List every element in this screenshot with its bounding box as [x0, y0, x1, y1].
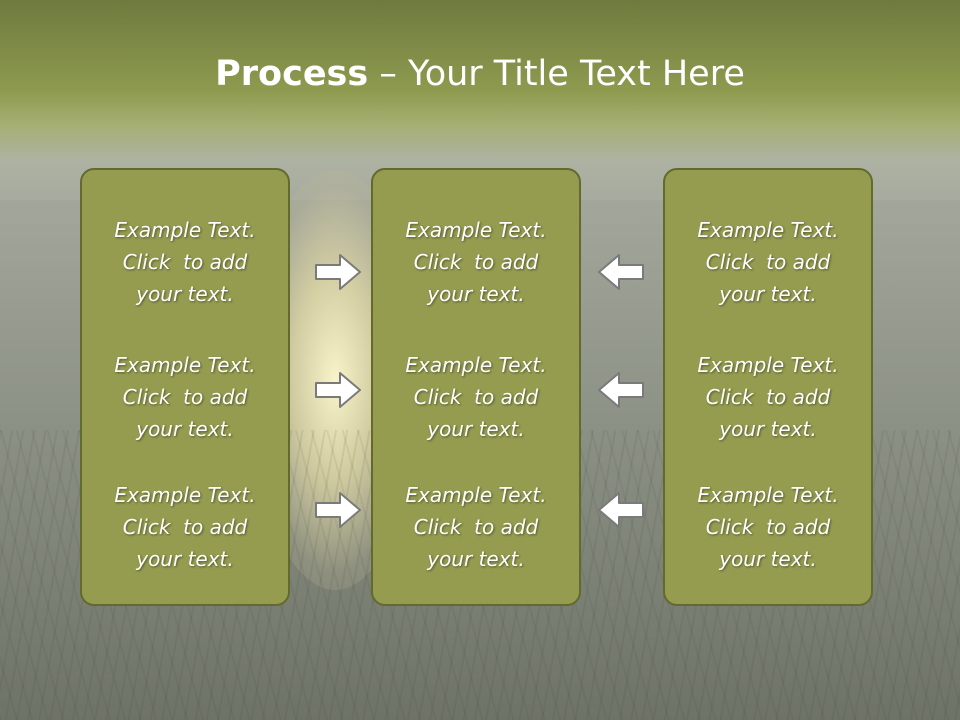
text-line: your text. [136, 547, 234, 571]
background-header-band [0, 0, 960, 200]
text-line: Example Text. [405, 353, 547, 377]
text-block[interactable]: Example Text. Click to add your text. [373, 214, 579, 310]
text-line: Example Text. [405, 218, 547, 242]
text-block[interactable]: Example Text. Click to add your text. [665, 479, 871, 575]
text-line: Click to add [413, 250, 539, 274]
process-box-left[interactable]: Example Text. Click to add your text. Ex… [80, 168, 290, 606]
text-line: Example Text. [114, 483, 256, 507]
text-line: your text. [427, 417, 525, 441]
title-bold: Process [215, 54, 369, 94]
arrow-right-icon [315, 492, 361, 528]
text-block[interactable]: Example Text. Click to add your text. [665, 214, 871, 310]
text-line: Example Text. [697, 218, 839, 242]
text-line: your text. [719, 282, 817, 306]
arrow-left-icon [598, 254, 644, 290]
text-line: Example Text. [114, 218, 256, 242]
text-line: Example Text. [697, 483, 839, 507]
text-line: Click to add [705, 515, 831, 539]
text-block[interactable]: Example Text. Click to add your text. [82, 349, 288, 445]
text-line: your text. [427, 282, 525, 306]
process-box-center[interactable]: Example Text. Click to add your text. Ex… [371, 168, 581, 606]
text-block[interactable]: Example Text. Click to add your text. [82, 214, 288, 310]
text-block[interactable]: Example Text. Click to add your text. [665, 349, 871, 445]
arrow-right-icon [315, 372, 361, 408]
arrow-left-icon [598, 492, 644, 528]
text-line: your text. [427, 547, 525, 571]
text-line: Click to add [413, 385, 539, 409]
text-line: your text. [719, 547, 817, 571]
text-line: Example Text. [697, 353, 839, 377]
process-box-right[interactable]: Example Text. Click to add your text. Ex… [663, 168, 873, 606]
title-rest: – Your Title Text Here [368, 54, 745, 94]
text-block[interactable]: Example Text. Click to add your text. [82, 479, 288, 575]
slide-title[interactable]: Process – Your Title Text Here [0, 52, 960, 96]
text-line: Click to add [705, 385, 831, 409]
text-block[interactable]: Example Text. Click to add your text. [373, 479, 579, 575]
text-line: Example Text. [114, 353, 256, 377]
text-line: Click to add [122, 250, 248, 274]
text-line: Example Text. [405, 483, 547, 507]
text-line: your text. [719, 417, 817, 441]
arrow-left-icon [598, 372, 644, 408]
text-line: your text. [136, 282, 234, 306]
text-block[interactable]: Example Text. Click to add your text. [373, 349, 579, 445]
text-line: Click to add [122, 515, 248, 539]
text-line: your text. [136, 417, 234, 441]
text-line: Click to add [705, 250, 831, 274]
text-line: Click to add [122, 385, 248, 409]
arrow-right-icon [315, 254, 361, 290]
text-line: Click to add [413, 515, 539, 539]
